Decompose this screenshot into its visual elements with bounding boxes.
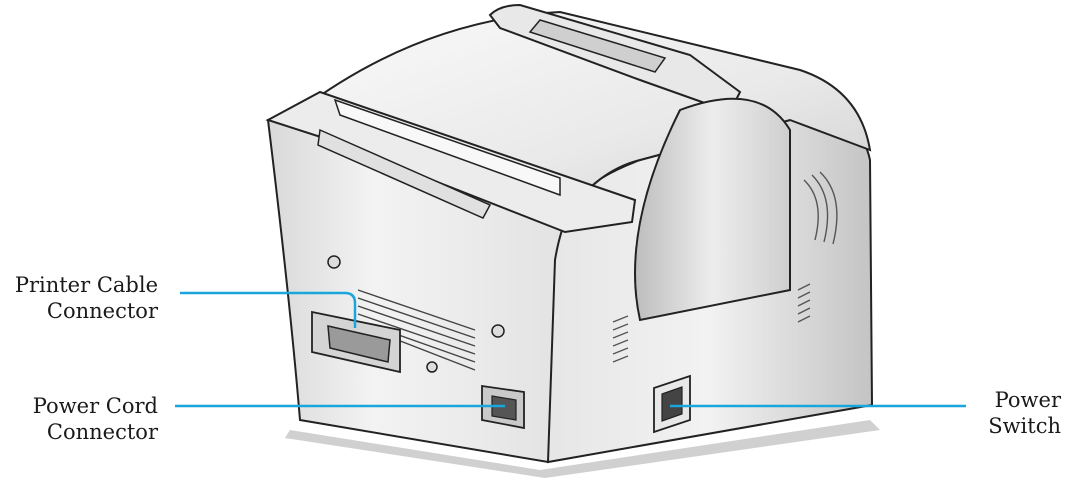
power-switch-rocker [661, 386, 683, 422]
screw [327, 255, 341, 269]
printer-cable-leader [180, 291, 357, 328]
label-line: Connector [46, 299, 158, 323]
floor-shadow [285, 420, 880, 478]
label-line: Printer Cable [14, 273, 158, 297]
printer-cable-connector-label: Printer Cable Connector [8, 272, 158, 324]
top-cover [297, 10, 872, 212]
leader-lines [175, 291, 966, 408]
label-line: Power Cord [32, 394, 158, 418]
side-vents-rear [797, 283, 811, 323]
screw [491, 324, 505, 338]
label-line: Connector [46, 420, 158, 444]
side-vents-lower [612, 315, 629, 363]
power-cord-connector-label: Power Cord Connector [20, 393, 158, 445]
power-socket-pins [491, 395, 517, 421]
label-line: Power [994, 388, 1061, 412]
side-round-vents [803, 171, 838, 245]
feeder-slot [333, 98, 561, 197]
tray-handle [528, 19, 667, 73]
power-switch-label: Power Switch [976, 387, 1061, 439]
side-hood [634, 97, 791, 322]
port-socket [327, 325, 391, 363]
feeder-guide [317, 128, 492, 219]
label-line: Switch [988, 414, 1061, 438]
screw [426, 361, 438, 373]
